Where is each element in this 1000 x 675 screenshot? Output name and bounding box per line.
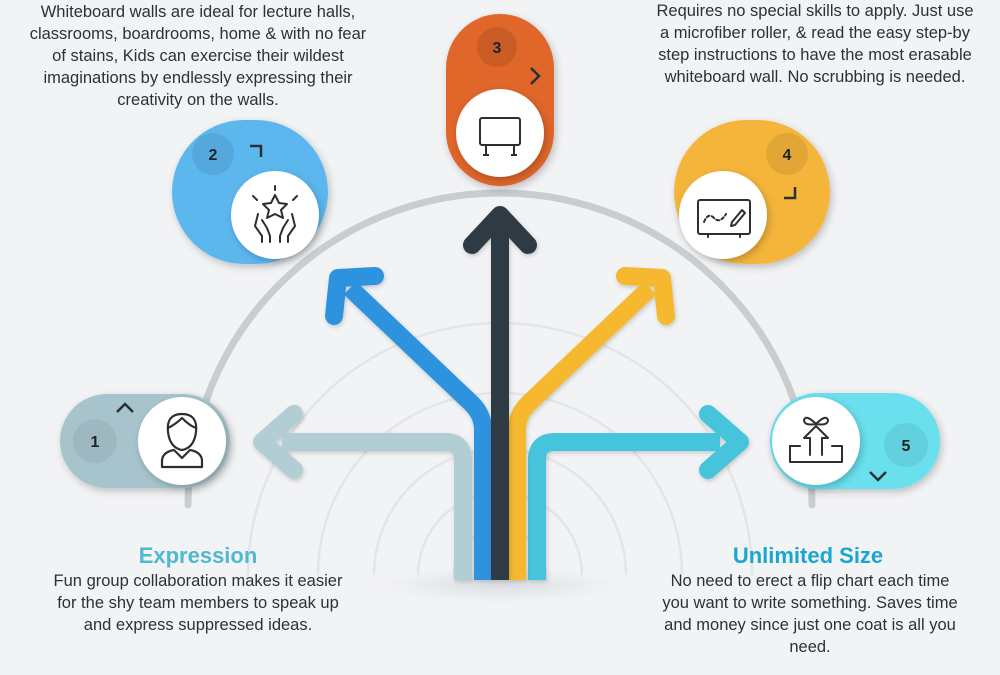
step-5-badge: 5 xyxy=(770,393,940,489)
step-5-number: 5 xyxy=(902,438,911,455)
step-1-number: 1 xyxy=(91,434,100,451)
step-3-badge: 3 xyxy=(446,14,554,186)
expression-description: Fun group collaboration makes it easier … xyxy=(53,572,343,634)
arrow-4 xyxy=(508,267,675,580)
unlimited-size-description: No need to erect a flip chart each time … xyxy=(662,572,958,656)
arrow-2 xyxy=(325,267,492,580)
chevron-up-icon xyxy=(116,402,134,413)
top-right-description: Requires no special skills to apply. Jus… xyxy=(656,2,974,86)
main-arc xyxy=(184,189,816,509)
arrow-5 xyxy=(528,405,749,580)
step-3-number: 3 xyxy=(493,40,502,57)
chevron-right-icon xyxy=(530,67,541,85)
unlimited-size-title: Unlimited Size xyxy=(732,543,884,568)
whiteboard-drawing-icon xyxy=(697,199,751,238)
step-4-number: 4 xyxy=(783,147,792,164)
arrow-3 xyxy=(463,206,537,580)
chevron-down-icon xyxy=(869,471,887,482)
person-icon xyxy=(160,412,204,469)
step-2-number: 2 xyxy=(209,147,218,164)
whiteboard-stand-icon xyxy=(479,117,521,156)
step-1-badge: 1 xyxy=(60,394,230,488)
step-4-badge: 4 xyxy=(674,120,830,264)
base-shadow xyxy=(380,567,620,603)
corner-icon xyxy=(250,144,263,157)
expression-title: Expression xyxy=(138,543,258,568)
corner-icon xyxy=(784,187,797,200)
expand-box-icon xyxy=(789,416,843,463)
top-left-description: Whiteboard walls are ideal for lecture h… xyxy=(29,3,367,109)
step-2-badge: 2 xyxy=(172,120,328,264)
arrow-1 xyxy=(253,405,472,580)
hands-star-icon xyxy=(252,185,298,243)
